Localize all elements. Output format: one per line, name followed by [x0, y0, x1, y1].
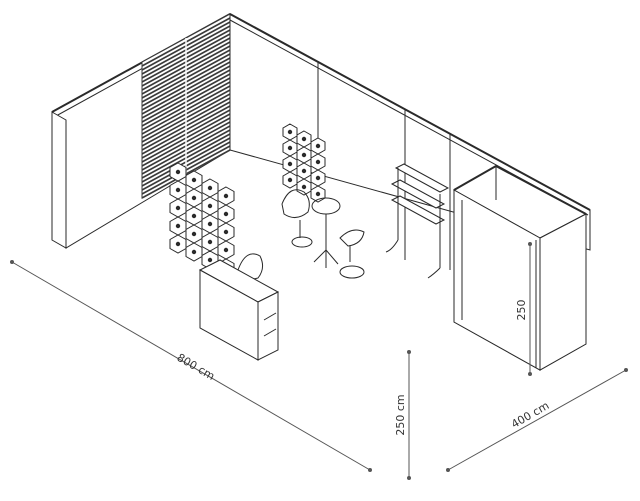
cabin-height-label: 250	[515, 300, 528, 321]
lounge-chair-1	[281, 189, 313, 248]
wall-shelves	[385, 163, 450, 279]
storage-cabin	[452, 164, 588, 371]
depth-dimension: 400 cm	[446, 368, 628, 472]
height-label: 250 cm	[394, 394, 407, 435]
slatted-wall-panel	[141, 13, 231, 199]
width-label: 800 cm	[175, 351, 217, 383]
lounge-chair-2	[339, 229, 365, 279]
left-end-panel	[51, 111, 67, 249]
hex-shelving-back	[282, 123, 326, 203]
bar-table	[311, 197, 341, 268]
height-dimension: 250 cm	[394, 350, 411, 480]
reception-counter	[198, 259, 280, 361]
cabin-height-dimension: 250	[515, 242, 532, 376]
hex-shelving-front	[169, 162, 235, 278]
width-dimension: 800 cm	[10, 260, 372, 472]
